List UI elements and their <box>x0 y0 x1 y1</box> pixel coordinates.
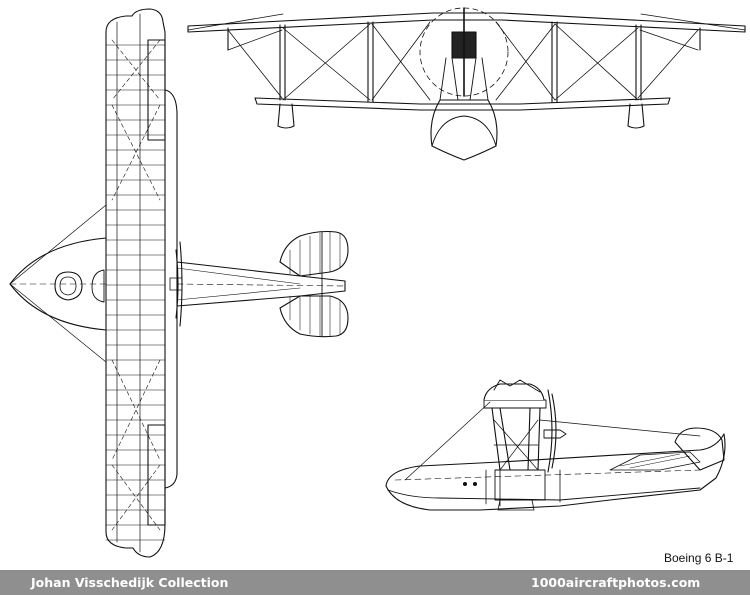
front-upper-wing <box>188 13 745 32</box>
side-view <box>386 380 725 510</box>
wing-ribs <box>106 45 165 540</box>
wing-bracing <box>112 40 160 530</box>
front-bracing <box>188 14 745 100</box>
front-hull <box>431 100 497 160</box>
footer-collection-credit: Johan Visschedijk Collection <box>31 575 229 590</box>
side-engine <box>484 384 544 400</box>
upper-wing-outline <box>106 9 165 557</box>
cockpit <box>55 272 82 300</box>
lower-wing-edge <box>165 90 177 488</box>
tail-boom <box>177 262 345 306</box>
front-float-right <box>628 104 644 128</box>
front-float-left <box>278 104 294 128</box>
horizontal-stabilizer <box>280 232 348 277</box>
side-hull <box>386 434 725 510</box>
three-view-drawing <box>0 0 750 568</box>
side-hull-step <box>495 470 545 500</box>
drawing-caption: Boeing 6 B-1 <box>664 551 734 565</box>
front-lower-wing <box>255 98 670 110</box>
footer-bar: Johan Visschedijk Collection 1000aircraf… <box>0 570 750 595</box>
footer-site-link[interactable]: 1000aircraftphotos.com <box>531 575 701 590</box>
plan-view <box>10 9 348 557</box>
side-struts <box>484 400 546 470</box>
side-propeller <box>548 390 556 472</box>
front-view <box>188 8 745 160</box>
front-struts <box>228 22 700 102</box>
